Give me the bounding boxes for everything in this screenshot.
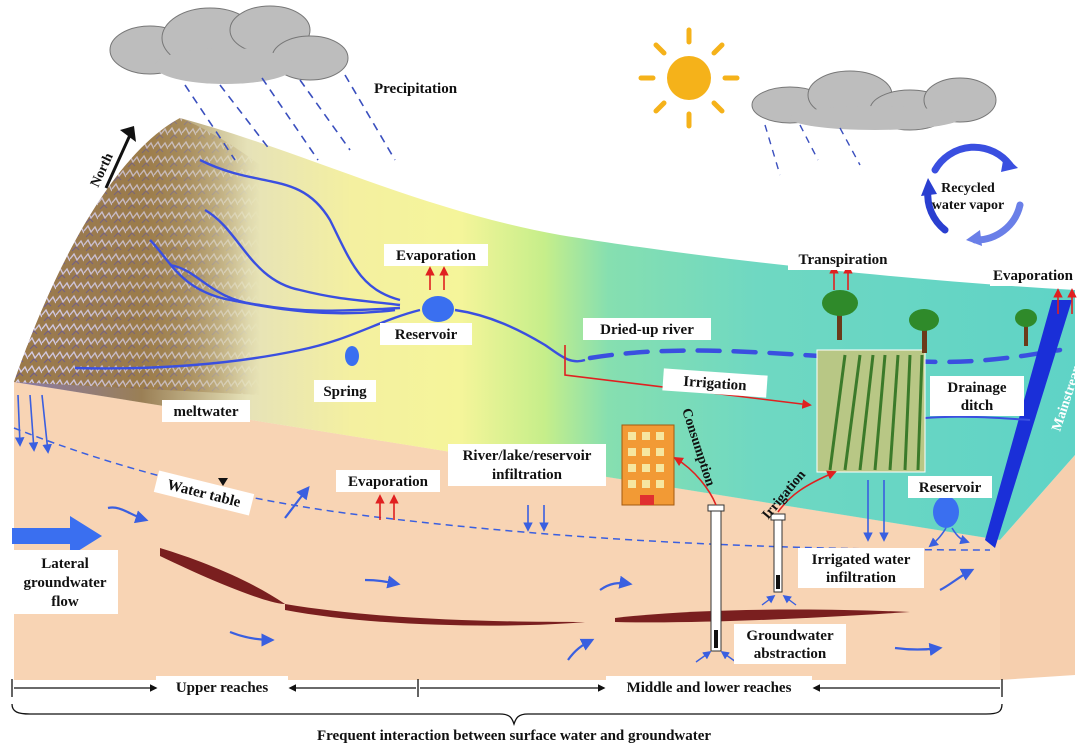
label-evaporation-reservoir: Evaporation [396,248,477,264]
building-icon [621,424,675,506]
reservoir-upper-icon [422,296,454,322]
drainage-ditch [924,415,1031,421]
clay-lens [285,604,585,626]
label-transpiration: Transpiration [799,252,889,268]
label-irrigation-canal: Irrigation [683,374,748,394]
cloud-icon [109,5,349,84]
label-evaporation-right: Evaporation [993,268,1074,284]
label-infiltration-line1: River/lake/reservoir [463,448,592,464]
consumption-arrow [673,457,717,506]
mountain-texture [14,118,260,395]
well-icon [770,513,786,593]
crop-field-image [816,349,926,473]
north-arrow-icon [104,126,136,189]
reservoir-seepage-arrows [928,527,970,548]
label-precipitation: Precipitation [374,81,458,97]
groundwater-flow-arrows [107,485,975,661]
label-middle-lower-reaches: Middle and lower reaches [627,680,792,696]
rain-lines [764,124,861,176]
clay-lens [160,548,285,604]
label-bottom-caption: Frequent interaction between surface wat… [317,728,711,744]
infiltration-arrows [14,394,889,542]
label-lateral-line2: groundwater [23,575,106,591]
label-dried-up-river: Dried-up river [600,322,694,338]
cloud-icon [751,70,997,131]
spring-icon [345,346,359,366]
rain-lines [184,74,396,161]
lateral-flow-arrow-icon [12,516,102,556]
label-drainage-line1: Drainage [947,380,1007,396]
tree-icon [909,309,939,353]
label-irrigated-line1: Irrigated water [812,552,911,568]
land-surface [14,118,1075,540]
mainstream-channel [985,300,1072,548]
label-spring: Spring [323,384,367,400]
label-recycled-line2: water vapor [932,198,1004,213]
label-abstraction-line2: abstraction [754,646,827,662]
label-meltwater: meltwater [174,404,239,420]
label-reservoir-upper: Reservoir [395,327,458,343]
water-table-marker-icon [218,478,228,486]
tree-icon [822,290,858,340]
label-lateral-line3: flow [51,594,79,610]
label-infiltration-line2: infiltration [492,467,563,483]
river-network [74,158,586,370]
reservoir-lower-icon [933,496,959,528]
label-upper-reaches: Upper reaches [176,680,269,696]
label-recycled-line1: Recycled [941,181,995,196]
clay-lens [615,609,910,623]
evaporation-arrows [375,264,1077,520]
sun-icon [638,27,740,129]
tree-icon [1015,309,1037,346]
reach-brackets [11,679,1003,727]
irrigation-canal-arrow [564,345,812,409]
label-evaporation-middle: Evaporation [348,474,429,490]
irrigation-well-arrow [777,470,837,513]
label-irrigated-line2: infiltration [826,570,897,586]
label-reservoir-lower: Reservoir [919,480,982,496]
label-lateral-line1: Lateral [41,556,88,572]
well-intake-arrows [695,594,797,663]
label-abstraction-line1: Groundwater [746,628,834,644]
label-drainage-line2: ditch [961,398,994,414]
